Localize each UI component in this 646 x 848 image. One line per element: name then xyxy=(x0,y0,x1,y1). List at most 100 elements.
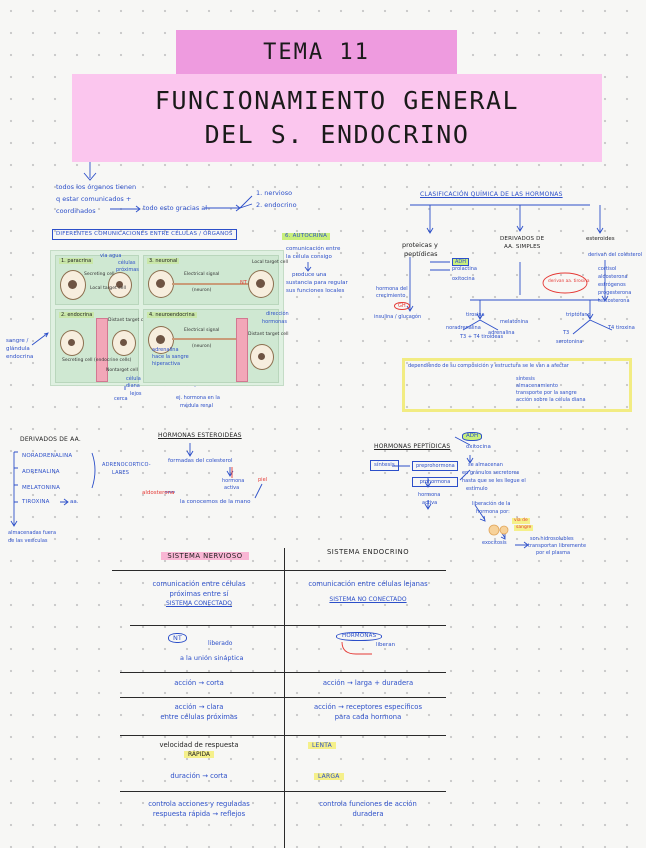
note-dir-2: hormonas xyxy=(262,319,287,325)
table-divider-3 xyxy=(120,672,446,673)
yellow-bullet-3: transporte por la sangre xyxy=(516,390,577,396)
r4c2: acción → receptores específicos para cad… xyxy=(288,703,448,723)
clasif-t4: T4 xyxy=(608,325,614,331)
table-divider-5 xyxy=(120,735,446,736)
peptidicas-side-1: se almacenan xyxy=(468,462,503,468)
autocrina-label: 6. autocrina xyxy=(282,233,330,240)
derivados-item-1: noradrenalina xyxy=(22,453,72,460)
note-adrenalina-2: hace la sangre xyxy=(152,354,189,360)
neuron-label: (neuron) xyxy=(192,288,211,293)
clasif-heading: clasificación química de las hormonas xyxy=(420,191,563,199)
note-celula-3: lejos xyxy=(130,391,142,397)
clasif-triptofano: triptófano xyxy=(566,312,591,318)
clasif-progesterona: progesterona xyxy=(598,290,631,296)
peptidicas-exo: exocitosis xyxy=(482,540,507,546)
peptidicas-box-sintesis: síntesis xyxy=(370,460,399,471)
local-target-label-2: Local target cell xyxy=(252,260,288,265)
peptidicas-sangre-2: transportan libremente xyxy=(528,543,586,549)
panel-label-paracrina: 1. paracrina xyxy=(59,258,93,264)
neuron-label-2: (neuron) xyxy=(192,344,211,349)
yellow-heading: dependiendo de su composición y estructu… xyxy=(408,363,569,369)
r7c1-b: respuesta rápida → reflejos xyxy=(116,810,282,820)
panel-label-endocrina: 2. endocrina xyxy=(59,312,94,318)
r6c2: larga xyxy=(314,773,344,780)
r1c1-b: próximas entre sí xyxy=(116,590,282,600)
panel-neuronal: 3. neuronal Electrical signal (neuron) L… xyxy=(143,255,279,305)
r5c2-wrap: lenta xyxy=(308,742,336,750)
intro-line-1: todos los órganos tienen xyxy=(56,183,136,191)
local-target-label: Local target cell xyxy=(90,286,126,291)
note-sangre-1: sangre / xyxy=(6,338,28,345)
distant-target-cell xyxy=(112,330,136,356)
yellow-bullet-1: síntesis xyxy=(516,376,535,382)
derivados-group-2: lares xyxy=(112,470,129,476)
r2c1-nt: NT xyxy=(168,633,187,643)
neuron-target-cell xyxy=(248,270,274,298)
clasif-t3: T3 xyxy=(563,330,569,336)
autocrina-text-3: produce una xyxy=(292,272,326,279)
r1c2-a: comunicación entre células lejanas xyxy=(288,580,448,590)
esteroideas-heading: hormonas esteroideas xyxy=(158,432,242,440)
r4c1-a: acción → clara xyxy=(116,703,282,713)
note-adrenalina-1: adrenalina xyxy=(152,347,179,353)
r7c1: controla acciones y reguladas respuesta … xyxy=(116,800,282,820)
note-celula-1: célula xyxy=(126,376,141,382)
clasif-prolactina: prolactina xyxy=(452,266,477,272)
panel-label-neuroendocrina: 4. neuroendocrina xyxy=(147,312,197,318)
clasif-col2-line2: aa. simples xyxy=(504,244,540,251)
distant-target-cell-2 xyxy=(250,344,274,370)
peptidicas-side-5: liberación de la xyxy=(472,501,510,507)
clasif-col1-line2: peptídicas xyxy=(404,250,437,258)
autocrina-text-5: sus funciones locales xyxy=(286,288,344,295)
r1c1: comunicación entre células próximas entr… xyxy=(116,580,282,608)
peptidicas-sangre-3: por el plasma xyxy=(536,550,570,556)
clasif-estrogenos: estrógenos xyxy=(598,282,626,288)
yellow-bullet-4: acción sobre la célula diana xyxy=(516,397,586,403)
derivados-item-3: melatonina xyxy=(22,485,60,492)
r4c1-b: entre células próximas xyxy=(116,713,282,723)
secreting-label: Secreting cell xyxy=(84,272,115,277)
clasif-hormona-crec-2: crecimiento xyxy=(376,293,405,299)
intro-option-1: 1. nervioso xyxy=(256,189,292,197)
r5c1: velocidad de respuesta rápida xyxy=(116,741,282,760)
intro-line-2: q estar comunicados + xyxy=(56,195,131,203)
endocrine-cell xyxy=(60,330,84,356)
table-divider-2 xyxy=(130,625,446,626)
note-sangre-3: endocrina xyxy=(6,354,33,361)
derivados-note-1: almacenadas fuera xyxy=(8,530,56,536)
clasif-oxitocina: oxitocina xyxy=(452,276,475,282)
secreting-endo-label: Secreting cell (endocrine cells) xyxy=(62,358,131,363)
clasif-col3: esteroides xyxy=(586,236,615,243)
table-divider-4 xyxy=(120,697,446,698)
granule-icon xyxy=(486,522,516,538)
note-medula-1: ej. hormona en la xyxy=(176,395,220,401)
note-paracrina-3: próximas xyxy=(116,267,139,273)
r7c2: controla funciones de acción duradera xyxy=(288,800,448,820)
peptidicas-side-2: en gránulos secretores xyxy=(462,470,519,476)
intro-line-3: coordinados xyxy=(56,207,96,215)
table-header-endocrino: sistema endocrino xyxy=(288,548,448,558)
derivados-group-1: adrenocortico- xyxy=(102,462,151,468)
release-arrow-icon xyxy=(338,640,374,660)
clasif-melatonina: melatonina xyxy=(500,319,528,325)
peptidicas-side-6: hormona por: xyxy=(476,509,510,515)
derivados-aa: aa. xyxy=(70,499,79,506)
r4c1: acción → clara entre células próximas xyxy=(116,703,282,723)
note-sangre-2: glándula xyxy=(6,346,30,353)
r6c1: duración → corta xyxy=(116,772,282,782)
peptidicas-sangre-1: son hidrosolubles xyxy=(530,536,574,542)
note-paracrina-2: células xyxy=(118,260,135,266)
yellow-bullet-2: almacenamiento xyxy=(516,383,558,389)
r3c1: acción → corta xyxy=(116,679,282,689)
note-paracrina-1: via agua xyxy=(100,253,121,259)
derivados-item-2: adrenalina xyxy=(22,469,60,476)
peptidicas-adh: ADH xyxy=(462,432,482,441)
esteroideas-line-4: aldosterona xyxy=(142,490,175,497)
note-dir-1: dirección xyxy=(266,311,289,317)
r2c1-b: a la unión sináptica xyxy=(180,654,243,662)
panel-label-neuronal: 3. neuronal xyxy=(147,258,179,264)
peptidicas-chain-4: activa xyxy=(422,500,437,506)
secreting-cell xyxy=(60,270,86,300)
r7c2-b: duradera xyxy=(288,810,448,820)
r2c1-a: liberado xyxy=(208,640,232,648)
